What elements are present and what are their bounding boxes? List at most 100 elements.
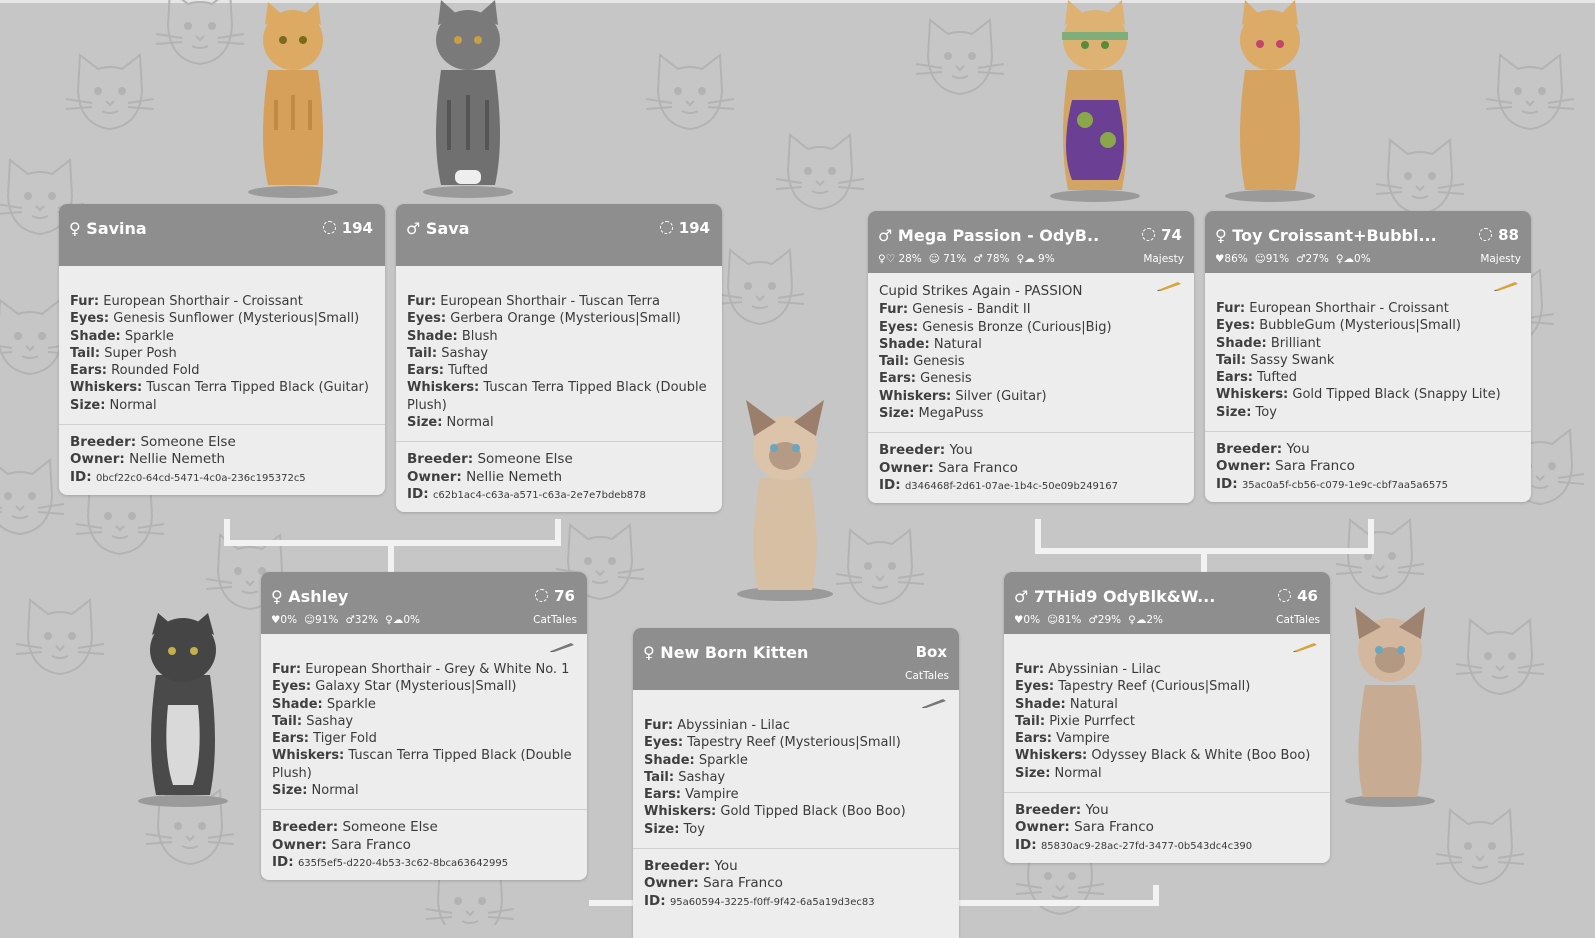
eyes-row: Eyes: Tapestry Reef (Curious|Small): [1015, 679, 1251, 695]
fur-row: Fur: Genesis - Bandit II: [879, 302, 1031, 318]
id-row: ID: 635f5ef5-d220-4b53-3c62-8bca63642995: [272, 853, 509, 870]
cat-figure-toy-croissant: [1225, 0, 1315, 202]
id-row: ID: 35ac0a5f-cb56-c079-1e9c-cbf7aa5a6575: [1216, 475, 1449, 492]
traits-section: Fur: European Shorthair - Croissant Eyes…: [59, 266, 385, 424]
ownership-section: Breeder: You Owner: Sara Franco ID: 8583…: [1004, 792, 1330, 863]
brand-tag: CatTales: [905, 670, 949, 682]
id-row: ID: d346468f-2d61-07ae-1b4c-50e09b249167: [879, 476, 1118, 493]
generation-badge: 74: [1142, 226, 1182, 244]
card-header: ♂ Mega Passion - OdyB... 74 ♀♡ 28%☺ 71%♂…: [868, 211, 1194, 273]
breeder-row: Breeder: You: [644, 858, 738, 875]
fur-row: Fur: Abyssinian - Lilac: [1015, 662, 1161, 677]
tail-row: Tail: Sashay: [644, 769, 726, 785]
shade-row: Shade: Natural: [1015, 696, 1118, 712]
breeder-row: Breeder: You: [1015, 802, 1109, 819]
personality-stats: ♀♡ 28%☺ 71%♂ 78%♀☁ 9%: [878, 253, 1062, 265]
edit-pencil-icon[interactable]: [1156, 281, 1182, 291]
edit-pencil-icon[interactable]: [1292, 642, 1318, 652]
eyes-row: Eyes: Galaxy Star (Mysterious|Small): [272, 679, 517, 695]
brand-tag: Majesty: [1480, 253, 1521, 265]
whiskers-row: Whiskers: Tuscan Terra Tipped Black (Gui…: [70, 380, 369, 396]
stat-mood: ♀☁0%: [1335, 253, 1371, 265]
breeder-row: Breeder: You: [1216, 441, 1310, 458]
stat-energy: ♂32%: [345, 614, 379, 626]
eyes-row: Eyes: Gerbera Orange (Mysterious|Small): [407, 311, 681, 327]
shade-row: Shade: Blush: [407, 328, 498, 344]
cat-name: ♀ Ashley: [271, 587, 349, 606]
id-row: ID: 95a60594-3225-f0ff-9f42-6a5a19d3ec83: [644, 892, 875, 909]
ownership-section: Breeder: You Owner: Sara Franco ID: d346…: [868, 432, 1194, 503]
cat-card-toy-croissant[interactable]: ♀ Toy Croissant+Bubbl... 88 ♥86%☺91%♂27%…: [1205, 211, 1531, 502]
cat-name: ♂ Sava: [406, 219, 470, 238]
cat-card-new-born-kitten[interactable]: ♀ New Born Kitten Box CatTales Fur: Abys…: [633, 628, 959, 938]
shade-row: Shade: Sparkle: [644, 752, 748, 768]
cat-figure-ashley: [138, 613, 228, 807]
cat-card-odyblk[interactable]: ♂ 7THid9 OdyBlk&W... 46 ♥0%☺81%♂29%♀☁2% …: [1004, 572, 1330, 863]
personality-stats: ♥86%☺91%♂27%♀☁0%: [1215, 253, 1378, 265]
stat-mood: ♀☁2%: [1128, 614, 1163, 626]
cat-card-sava[interactable]: ♂ Sava 194 Fur: European Shorthair - Tus…: [396, 204, 722, 513]
stat-love: ♀♡ 28%: [878, 253, 922, 265]
whiskers-row: Whiskers: Tuscan Terra Tipped Black (Dou…: [272, 748, 572, 781]
owner-row: Owner: Sara Franco: [879, 459, 1018, 476]
stat-mood: ♀☁ 9%: [1016, 253, 1055, 265]
top-border: [0, 0, 1595, 3]
whiskers-row: Whiskers: Tuscan Terra Tipped Black (Dou…: [407, 380, 707, 413]
shade-row: Shade: Sparkle: [70, 328, 174, 344]
size-row: Size: Normal: [1015, 765, 1102, 781]
cat-card-savina[interactable]: ♀ Savina 194 Fur: European Shorthair - C…: [59, 204, 385, 495]
size-row: Size: Normal: [407, 415, 494, 431]
cat-name: ♀ Savina: [69, 219, 147, 238]
ears-row: Ears: Rounded Fold: [70, 363, 200, 379]
edit-pencil-icon[interactable]: [549, 642, 575, 652]
ownership-section: Breeder: Someone Else Owner: Nellie Neme…: [59, 424, 385, 495]
size-row: Size: Toy: [644, 821, 705, 837]
fur-row: Fur: European Shorthair - Croissant: [70, 294, 303, 309]
generation-icon: [1479, 228, 1493, 241]
ownership-section: Breeder: You Owner: Sara Franco ID: 95a6…: [633, 848, 959, 919]
edit-pencil-icon[interactable]: [1493, 281, 1519, 291]
ears-row: Ears: Tufted: [407, 363, 489, 379]
card-header: ♀ Toy Croissant+Bubbl... 88 ♥86%☺91%♂27%…: [1205, 211, 1531, 273]
breeder-row: Breeder: Someone Else: [407, 451, 573, 468]
stat-love: ♥86%: [1215, 253, 1248, 265]
ears-row: Ears: Vampire: [1015, 731, 1110, 747]
owner-row: Owner: Nellie Nemeth: [407, 468, 563, 485]
cat-card-ashley[interactable]: ♀ Ashley 76 ♥0%☺91%♂32%♀☁0% CatTales Fur…: [261, 572, 587, 881]
tail-row: Tail: Sashay: [272, 713, 354, 729]
generation-icon: [322, 221, 336, 234]
breeder-row: Breeder: Someone Else: [70, 434, 236, 451]
cat-figure-odyblk: [1345, 607, 1435, 807]
owner-row: Owner: Sara Franco: [272, 836, 411, 853]
tail-row: Tail: Pixie Purrfect: [1015, 713, 1135, 729]
cat-name: ♂ 7THid9 OdyBlk&W...: [1014, 587, 1216, 606]
breeder-row: Breeder: You: [879, 442, 973, 459]
ears-row: Ears: Vampire: [644, 787, 739, 803]
cat-name: ♀ New Born Kitten: [643, 643, 809, 662]
edit-pencil-icon[interactable]: [921, 698, 947, 708]
eyes-row: Eyes: Genesis Bronze (Curious|Big): [879, 319, 1112, 335]
cat-title: Cupid Strikes Again - PASSION: [879, 283, 1083, 299]
generation-badge: 88: [1479, 226, 1519, 244]
generation-badge: 194: [322, 219, 373, 237]
generation-badge: 46: [1278, 587, 1318, 605]
ears-row: Ears: Tufted: [1216, 370, 1298, 386]
whiskers-row: Whiskers: Silver (Guitar): [879, 388, 1047, 404]
fur-row: Fur: European Shorthair - Grey & White N…: [272, 662, 570, 677]
card-header: ♂ Sava 194: [396, 204, 722, 266]
generation-badge: Box: [915, 643, 947, 661]
ownership-section: Breeder: Someone Else Owner: Nellie Neme…: [396, 441, 722, 512]
traits-section: Cupid Strikes Again - PASSION Fur: Genes…: [868, 273, 1194, 432]
eyes-row: Eyes: Tapestry Reef (Mysterious|Small): [644, 735, 901, 751]
fur-row: Fur: Abyssinian - Lilac: [644, 718, 790, 733]
generation-icon: [659, 221, 673, 234]
id-row: ID: 85830ac9-28ac-27fd-3477-0b543dc4c390: [1015, 836, 1253, 853]
shade-row: Shade: Brilliant: [1216, 335, 1321, 351]
generation-icon: [1142, 228, 1156, 241]
ears-row: Ears: Genesis: [879, 371, 972, 387]
cat-card-mega-passion[interactable]: ♂ Mega Passion - OdyB... 74 ♀♡ 28%☺ 71%♂…: [868, 211, 1194, 504]
card-header: ♂ 7THid9 OdyBlk&W... 46 ♥0%☺81%♂29%♀☁2% …: [1004, 572, 1330, 634]
card-header: ♀ New Born Kitten Box CatTales: [633, 628, 959, 690]
stat-love: ♥0%: [1014, 614, 1041, 626]
